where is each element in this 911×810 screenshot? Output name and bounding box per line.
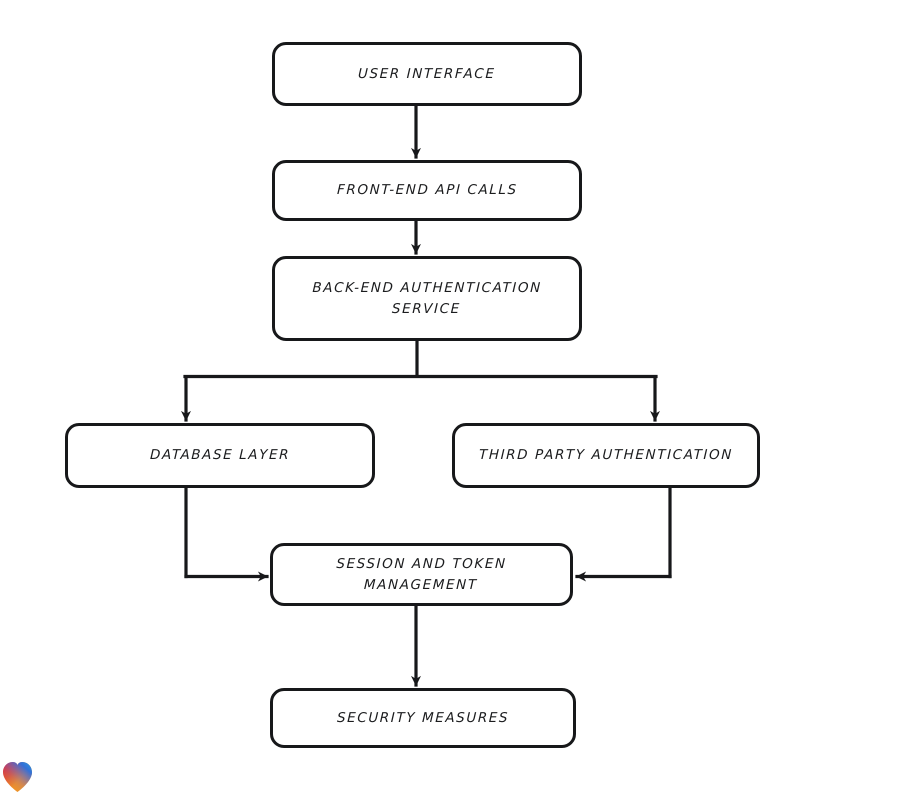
node-label: User Interface (358, 65, 497, 82)
node-user-interface[interactable]: User Interface (272, 42, 582, 106)
node-label: Front-End API Calls (336, 182, 518, 199)
node-front-end-api-calls[interactable]: Front-End API Calls (272, 160, 582, 221)
node-label: Security Measures (336, 709, 510, 726)
node-label: Database Layer (149, 447, 291, 464)
node-third-party-authentication[interactable]: Third Party Authentication (452, 423, 760, 488)
node-security-measures[interactable]: Security Measures (270, 688, 576, 748)
node-label: Back-End Authentication Service (312, 279, 543, 317)
heart-icon (3, 762, 32, 792)
node-label: Session and Token Management (336, 555, 508, 593)
node-back-end-authentication-service[interactable]: Back-End Authentication Service (272, 256, 582, 341)
node-session-and-token-management[interactable]: Session and Token Management (270, 543, 573, 606)
node-label: Third Party Authentication (478, 447, 734, 464)
node-database-layer[interactable]: Database Layer (65, 423, 375, 488)
